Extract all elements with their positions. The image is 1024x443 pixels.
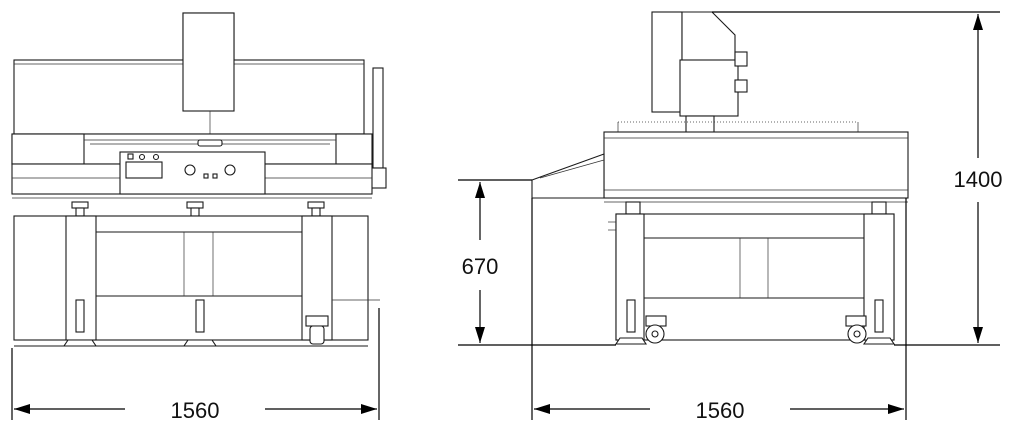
front-width-label: 1560 <box>171 398 220 423</box>
front-caster <box>305 315 329 345</box>
front-knob-left <box>184 164 196 176</box>
side-casters <box>645 315 867 344</box>
table-height-label: 670 <box>462 254 499 279</box>
front-side-handle <box>372 67 384 169</box>
side-body <box>603 131 909 199</box>
side-leveling-feet <box>614 299 896 345</box>
total-height-dimension: 1400 <box>712 11 1003 346</box>
front-knob-right <box>224 164 236 176</box>
table-height-dimension: 670 <box>458 179 616 346</box>
front-upper-feet <box>71 201 325 217</box>
front-width-dimension: 1560 <box>11 308 380 423</box>
front-display-screen <box>125 161 163 179</box>
front-leveling-feet <box>62 299 218 347</box>
front-view <box>11 12 387 347</box>
side-column <box>651 11 683 113</box>
total-height-label: 1400 <box>954 167 1003 192</box>
side-width-dimension: 1560 <box>531 198 907 423</box>
side-view <box>531 11 909 345</box>
side-width-label: 1560 <box>696 398 745 423</box>
side-front-panel <box>531 153 605 199</box>
